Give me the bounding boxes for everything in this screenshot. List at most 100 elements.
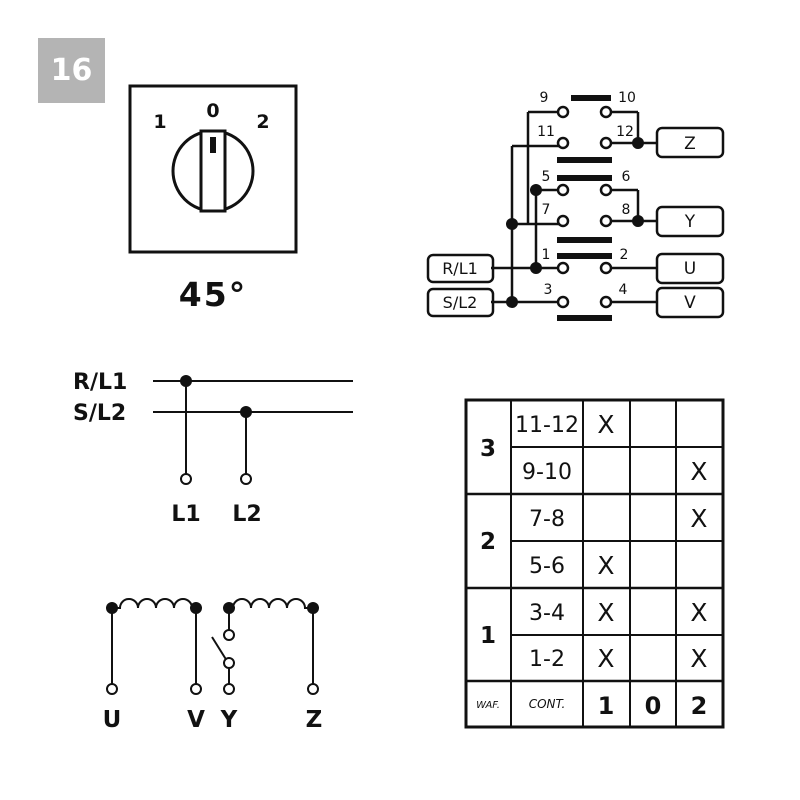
footer-contact-label: CONT. — [529, 697, 566, 711]
terminal-label-5: 5 — [542, 169, 551, 185]
output-label-V: V — [684, 293, 696, 313]
switch-blade — [211, 636, 228, 662]
junction-dot — [530, 184, 542, 196]
output-label-Y: Y — [684, 212, 696, 232]
motor-label-V: V — [187, 707, 205, 733]
contact-label: 11-12 — [515, 413, 579, 438]
junction-dot — [632, 215, 644, 227]
contact-label: 7-8 — [529, 507, 565, 532]
winding-coil — [229, 598, 313, 609]
output-box-U — [655, 252, 725, 285]
tap-label-L2: L2 — [232, 502, 261, 527]
switch-face: 1 0 2 45° — [128, 84, 298, 314]
contact-label: 9-10 — [522, 460, 572, 485]
supply-label-S-L2: S/L2 — [73, 401, 126, 426]
junction-dot — [240, 406, 252, 418]
junction-dot — [190, 602, 202, 614]
mark-cell: X — [597, 598, 614, 627]
terminal-V — [190, 683, 202, 695]
switch-plate — [128, 84, 298, 254]
position-label-1: 1 — [153, 111, 166, 133]
terminal-3 — [556, 295, 570, 309]
junction-dot — [530, 262, 542, 274]
mark-cell: X — [690, 457, 707, 486]
footer-position-0: 0 — [645, 692, 662, 720]
motor-label-Y: Y — [220, 707, 238, 733]
switching-table: 3 2 1 11-12 9-10 7-8 5-6 3-4 1-2 X X X X… — [464, 398, 725, 729]
footer-position-2: 2 — [691, 692, 708, 720]
output-box-Z — [655, 126, 725, 159]
mark-cell: X — [597, 644, 614, 673]
terminal-label-3: 3 — [544, 282, 553, 298]
position-label-0: 0 — [206, 100, 219, 122]
contact-label: 5-6 — [529, 554, 565, 579]
supply-label-R-L1: R/L1 — [73, 370, 127, 395]
terminal-label-8: 8 — [622, 202, 631, 218]
footer-wafer-label: WAF. — [476, 700, 500, 711]
terminal-Z — [307, 683, 319, 695]
terminal-L1 — [180, 473, 192, 485]
terminal-Y — [223, 683, 235, 695]
output-label-Z: Z — [684, 134, 696, 154]
junction-dot — [180, 375, 192, 387]
terminal-12 — [599, 136, 613, 150]
supply-diagram: R/L1 S/L2 L1 L2 — [73, 370, 353, 527]
junction-dot — [506, 218, 518, 230]
terminal-label-4: 4 — [619, 282, 628, 298]
junction-dot — [307, 602, 319, 614]
input-box-S-L2 — [426, 287, 495, 318]
terminal-5 — [556, 183, 570, 197]
output-label-U: U — [684, 259, 696, 279]
wafer-label-3: 3 — [480, 436, 496, 462]
terminal-1 — [556, 261, 570, 275]
terminal-11 — [556, 136, 570, 150]
motor-label-U: U — [103, 707, 122, 733]
contacts-diagram — [426, 95, 725, 321]
contact-label: 3-4 — [529, 601, 565, 626]
junction-dot — [506, 296, 518, 308]
mark-cell: X — [690, 644, 707, 673]
terminal-L2 — [240, 473, 252, 485]
winding-coil — [112, 598, 196, 609]
junction-dots — [506, 137, 644, 308]
output-box-V — [655, 286, 725, 319]
terminal-label-10: 10 — [618, 90, 636, 106]
contact-terminals — [556, 105, 613, 309]
mark-cell: X — [597, 551, 614, 580]
contact-labels: 9 10 11 12 5 6 7 8 1 2 3 4 R/L1 S/L2 Z Y… — [442, 90, 696, 313]
mark-cell: X — [597, 410, 614, 439]
terminal-7 — [556, 214, 570, 228]
input-label-R-L1: R/L1 — [442, 259, 478, 278]
terminal-10 — [599, 105, 613, 119]
position-label-2: 2 — [256, 111, 269, 133]
mark-cell: X — [690, 598, 707, 627]
wafer-label-1: 1 — [480, 623, 496, 649]
terminal-label-12: 12 — [616, 124, 634, 140]
tap-label-L1: L1 — [171, 502, 200, 527]
junction-dot — [223, 602, 235, 614]
switching-angle: 45° — [179, 275, 247, 314]
terminal-U — [106, 683, 118, 695]
input-label-S-L2: S/L2 — [443, 293, 478, 312]
mark-cell: X — [690, 504, 707, 533]
switch-terminal — [223, 657, 235, 669]
terminal-9 — [556, 105, 570, 119]
terminal-label-7: 7 — [542, 202, 551, 218]
terminal-label-6: 6 — [622, 169, 631, 185]
terminal-4 — [599, 295, 613, 309]
input-box-R-L1 — [426, 253, 495, 284]
motor-label-Z: Z — [306, 707, 323, 733]
switch-terminal — [223, 629, 235, 641]
footer-position-1: 1 — [598, 692, 615, 720]
junction-dot — [632, 137, 644, 149]
motor-windings: U V Y Z — [103, 598, 323, 733]
terminal-label-9: 9 — [540, 90, 549, 106]
terminal-2 — [599, 261, 613, 275]
diagram-number-badge: 16 — [38, 38, 105, 103]
junction-dot — [106, 602, 118, 614]
terminal-label-2: 2 — [620, 247, 629, 263]
terminal-6 — [599, 183, 613, 197]
contact-label: 1-2 — [529, 647, 565, 672]
wafer-label-2: 2 — [480, 529, 496, 555]
